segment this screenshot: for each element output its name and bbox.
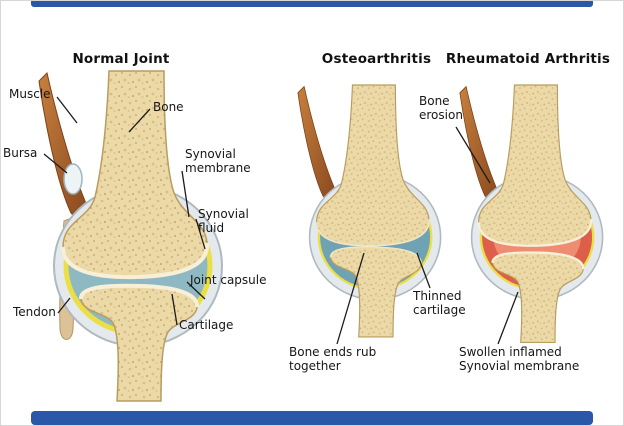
upper-bone-shape — [478, 84, 592, 247]
leader-lines — [43, 96, 519, 345]
leader-muscle — [56, 96, 78, 124]
leader-swollen-membrane — [497, 291, 519, 345]
label-swollen-inflamed-synovial-membrane: Swollen inflamed Synovial membrane — [459, 345, 580, 374]
leader-bone — [128, 108, 151, 133]
leader-bone-ends — [336, 252, 365, 345]
leader-tendon — [57, 297, 71, 314]
leader-bursa — [43, 153, 68, 174]
leader-synovial-fluid — [195, 218, 206, 250]
label-synovial-fluid: Synovial fluid — [198, 207, 249, 236]
leader-synovial-membrane — [181, 170, 190, 218]
label-cartilage: Cartilage — [179, 318, 234, 332]
label-muscle: Muscle — [9, 87, 51, 101]
leader-cartilage — [171, 293, 178, 326]
label-bone-erosion: Bone erosion — [419, 94, 463, 123]
bursa-shape — [63, 163, 83, 195]
panel-title-osteoarthritis: Osteoarthritis — [321, 51, 432, 67]
lower-bone-shape — [492, 251, 584, 343]
leader-thinned-cartilage — [416, 252, 431, 289]
label-joint-capsule: Joint capsule — [190, 273, 267, 287]
osteoarthritis-joint-illustration — [297, 84, 442, 338]
label-bone-ends-rub-together: Bone ends rub together — [289, 345, 377, 374]
label-tendon: Tendon — [13, 305, 56, 319]
bottom-accent-bar — [31, 411, 593, 425]
top-accent-bar — [31, 1, 593, 7]
panel-title-normal-joint: Normal Joint — [72, 51, 170, 67]
label-bone: Bone — [153, 100, 184, 114]
lower-bone-shape — [80, 284, 198, 402]
leader-bone-erosion — [455, 126, 491, 184]
panel-title-rheumatoid-arthritis: Rheumatoid Arthritis — [445, 51, 611, 67]
label-bursa: Bursa — [3, 146, 38, 160]
muscle-shape — [297, 86, 336, 200]
label-synovial-membrane: Synovial membrane — [185, 147, 251, 176]
label-thinned-cartilage: Thinned cartilage — [413, 289, 466, 318]
rheumatoid-joint-illustration — [459, 84, 604, 343]
normal-joint-illustration — [38, 70, 223, 402]
upper-bone-shape — [316, 84, 430, 247]
leader-joint-capsule — [186, 281, 206, 300]
